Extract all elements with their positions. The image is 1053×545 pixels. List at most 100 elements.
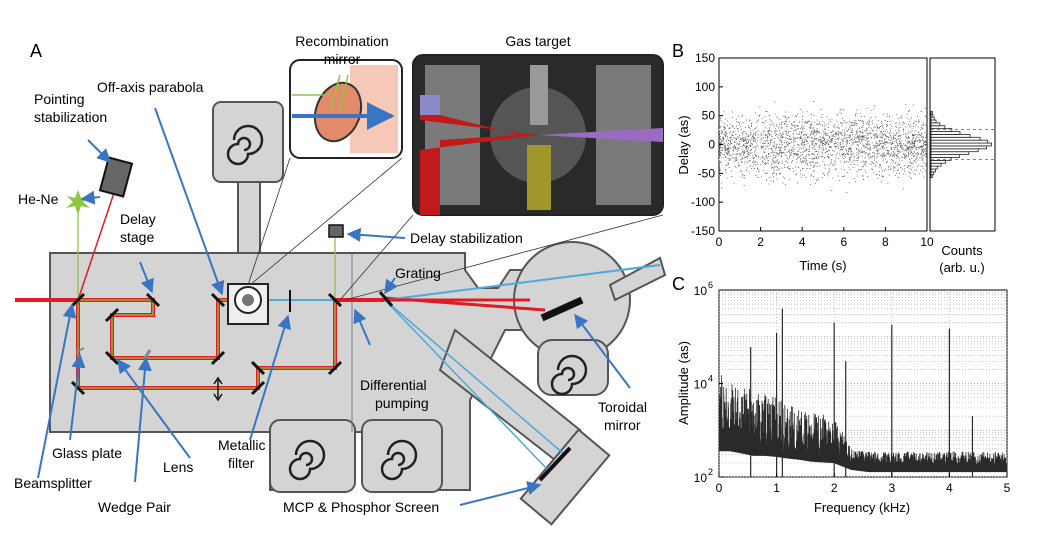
pointing-detector-icon [98, 156, 134, 198]
x-axis-label: Frequency (kHz) [814, 500, 910, 515]
x-tick-label: 4 [799, 235, 806, 249]
diagram-labels: Recombination mirror Gas target Off-axis… [14, 33, 647, 515]
label-wedge-pair: Wedge Pair [98, 499, 171, 515]
band-annotation: ±26 as [780, 137, 819, 152]
histogram-bar [930, 122, 941, 127]
y-axis-label: Amplitude (as) [676, 341, 691, 425]
label-delay-stabilization: Delay stabilization [410, 230, 523, 246]
histogram-bar [930, 116, 935, 121]
label-mcp: MCP & Phosphor Screen [283, 499, 439, 515]
x-tick-label: 10 [920, 235, 934, 249]
x-tick-label: 5 [1004, 481, 1011, 495]
label-recombination: Recombination [295, 33, 388, 49]
label-stage: stage [120, 229, 154, 245]
he-ne-star-icon [66, 190, 90, 215]
gas-target-inset [412, 54, 664, 216]
label-filter: filter [228, 455, 255, 471]
histogram-bar [930, 165, 938, 170]
y-tick-label: -100 [691, 195, 715, 209]
recombination-mirror-inset [289, 59, 403, 159]
delay-detector-icon [328, 224, 344, 238]
label-beamsplitter: Beamsplitter [14, 475, 92, 491]
histogram-bar [930, 119, 937, 124]
y-tick-label: 150 [695, 51, 715, 65]
x-tick-label: 1 [773, 481, 780, 495]
x-tick-label: 2 [757, 235, 764, 249]
label-delay: Delay [120, 211, 156, 227]
histogram-bar [930, 157, 952, 161]
label-lens: Lens [163, 459, 193, 475]
y-tick-label: -150 [691, 224, 715, 238]
label-he-ne: He-Ne [18, 191, 59, 207]
label-glass-plate: Glass plate [52, 445, 122, 461]
histogram-bar [930, 148, 979, 153]
panel-label-c: C [672, 274, 685, 294]
y-tick-label: -50 [698, 166, 716, 180]
x-tick-label: 4 [946, 481, 953, 495]
y-tick-exponent: 6 [708, 280, 713, 290]
x-tick-label: 2 [831, 481, 838, 495]
plot-frame [718, 57, 928, 232]
x-tick-label: 0 [716, 235, 723, 249]
panel-label-a: A [30, 41, 42, 61]
y-tick-label: 0 [708, 138, 715, 152]
delay-arrow-icon [213, 376, 223, 402]
histogram-bar [930, 131, 961, 135]
histogram-bar [930, 168, 936, 173]
histogram-bar [930, 125, 946, 130]
x-tick-label: 6 [840, 235, 847, 249]
parabola-chamber-icon [227, 283, 269, 325]
laser-beams [15, 174, 661, 471]
label-pointing: Pointing [34, 91, 85, 107]
histogram-bar [930, 136, 981, 141]
label-pumping: pumping [375, 395, 429, 411]
label-grating: Grating [395, 265, 441, 281]
callout-arrows [37, 107, 631, 506]
histogram-x-unit: (arb. u.) [939, 260, 985, 275]
delay-scatter-chart: 0 2 4 6 8 10 150 100 50 0 -50 -100 -150 Time (s) Del… [676, 51, 996, 275]
label-toroidal-mirror: mirror [604, 417, 641, 433]
x-axis-label: Time (s) [799, 258, 846, 273]
y-tick-exponent: 2 [708, 467, 713, 477]
y-tick-label: 10 [694, 378, 708, 392]
x-tick-label: 0 [716, 481, 723, 495]
x-tick-label: 8 [882, 235, 889, 249]
pump-spiral-icons [226, 124, 588, 481]
histogram-bar [930, 113, 934, 118]
zoom-line [249, 157, 403, 286]
label-stabilization: stabilization [34, 109, 107, 125]
histogram-bar [930, 139, 989, 144]
histogram-bar [930, 110, 933, 115]
histogram-bar [930, 154, 960, 158]
histogram-bar [930, 159, 946, 164]
label-gas-target: Gas target [505, 33, 570, 49]
label-off-axis-parabola: Off-axis parabola [97, 79, 204, 95]
label-differential: Differential [360, 377, 427, 393]
x-tick-label: 3 [888, 481, 895, 495]
panel-label-b: B [672, 41, 684, 61]
y-tick-label: 100 [695, 80, 715, 94]
histogram-bar [930, 171, 934, 176]
zoom-line [339, 214, 414, 301]
histogram-bar [930, 162, 942, 167]
histogram-bar [930, 142, 992, 147]
zoom-line [344, 214, 664, 301]
label-metallic: Metallic [218, 437, 265, 453]
y-tick-exponent: 4 [708, 374, 713, 384]
y-tick-label: 50 [702, 109, 716, 123]
y-tick-label: 10 [694, 284, 708, 298]
label-toroidal: Toroidal [598, 399, 647, 415]
optical-elements [70, 290, 584, 482]
y-tick-label: 10 [694, 471, 708, 485]
y-axis-label: Delay (as) [676, 115, 691, 174]
label-recombination-mirror: mirror [324, 51, 361, 67]
zoom-line [247, 157, 291, 286]
histogram-bar [930, 151, 970, 155]
histogram-bar [930, 145, 987, 150]
histogram-bar [930, 128, 953, 132]
histogram-bar [930, 174, 933, 179]
histogram-bar [930, 134, 971, 138]
histogram-x-label: Counts [941, 243, 983, 258]
